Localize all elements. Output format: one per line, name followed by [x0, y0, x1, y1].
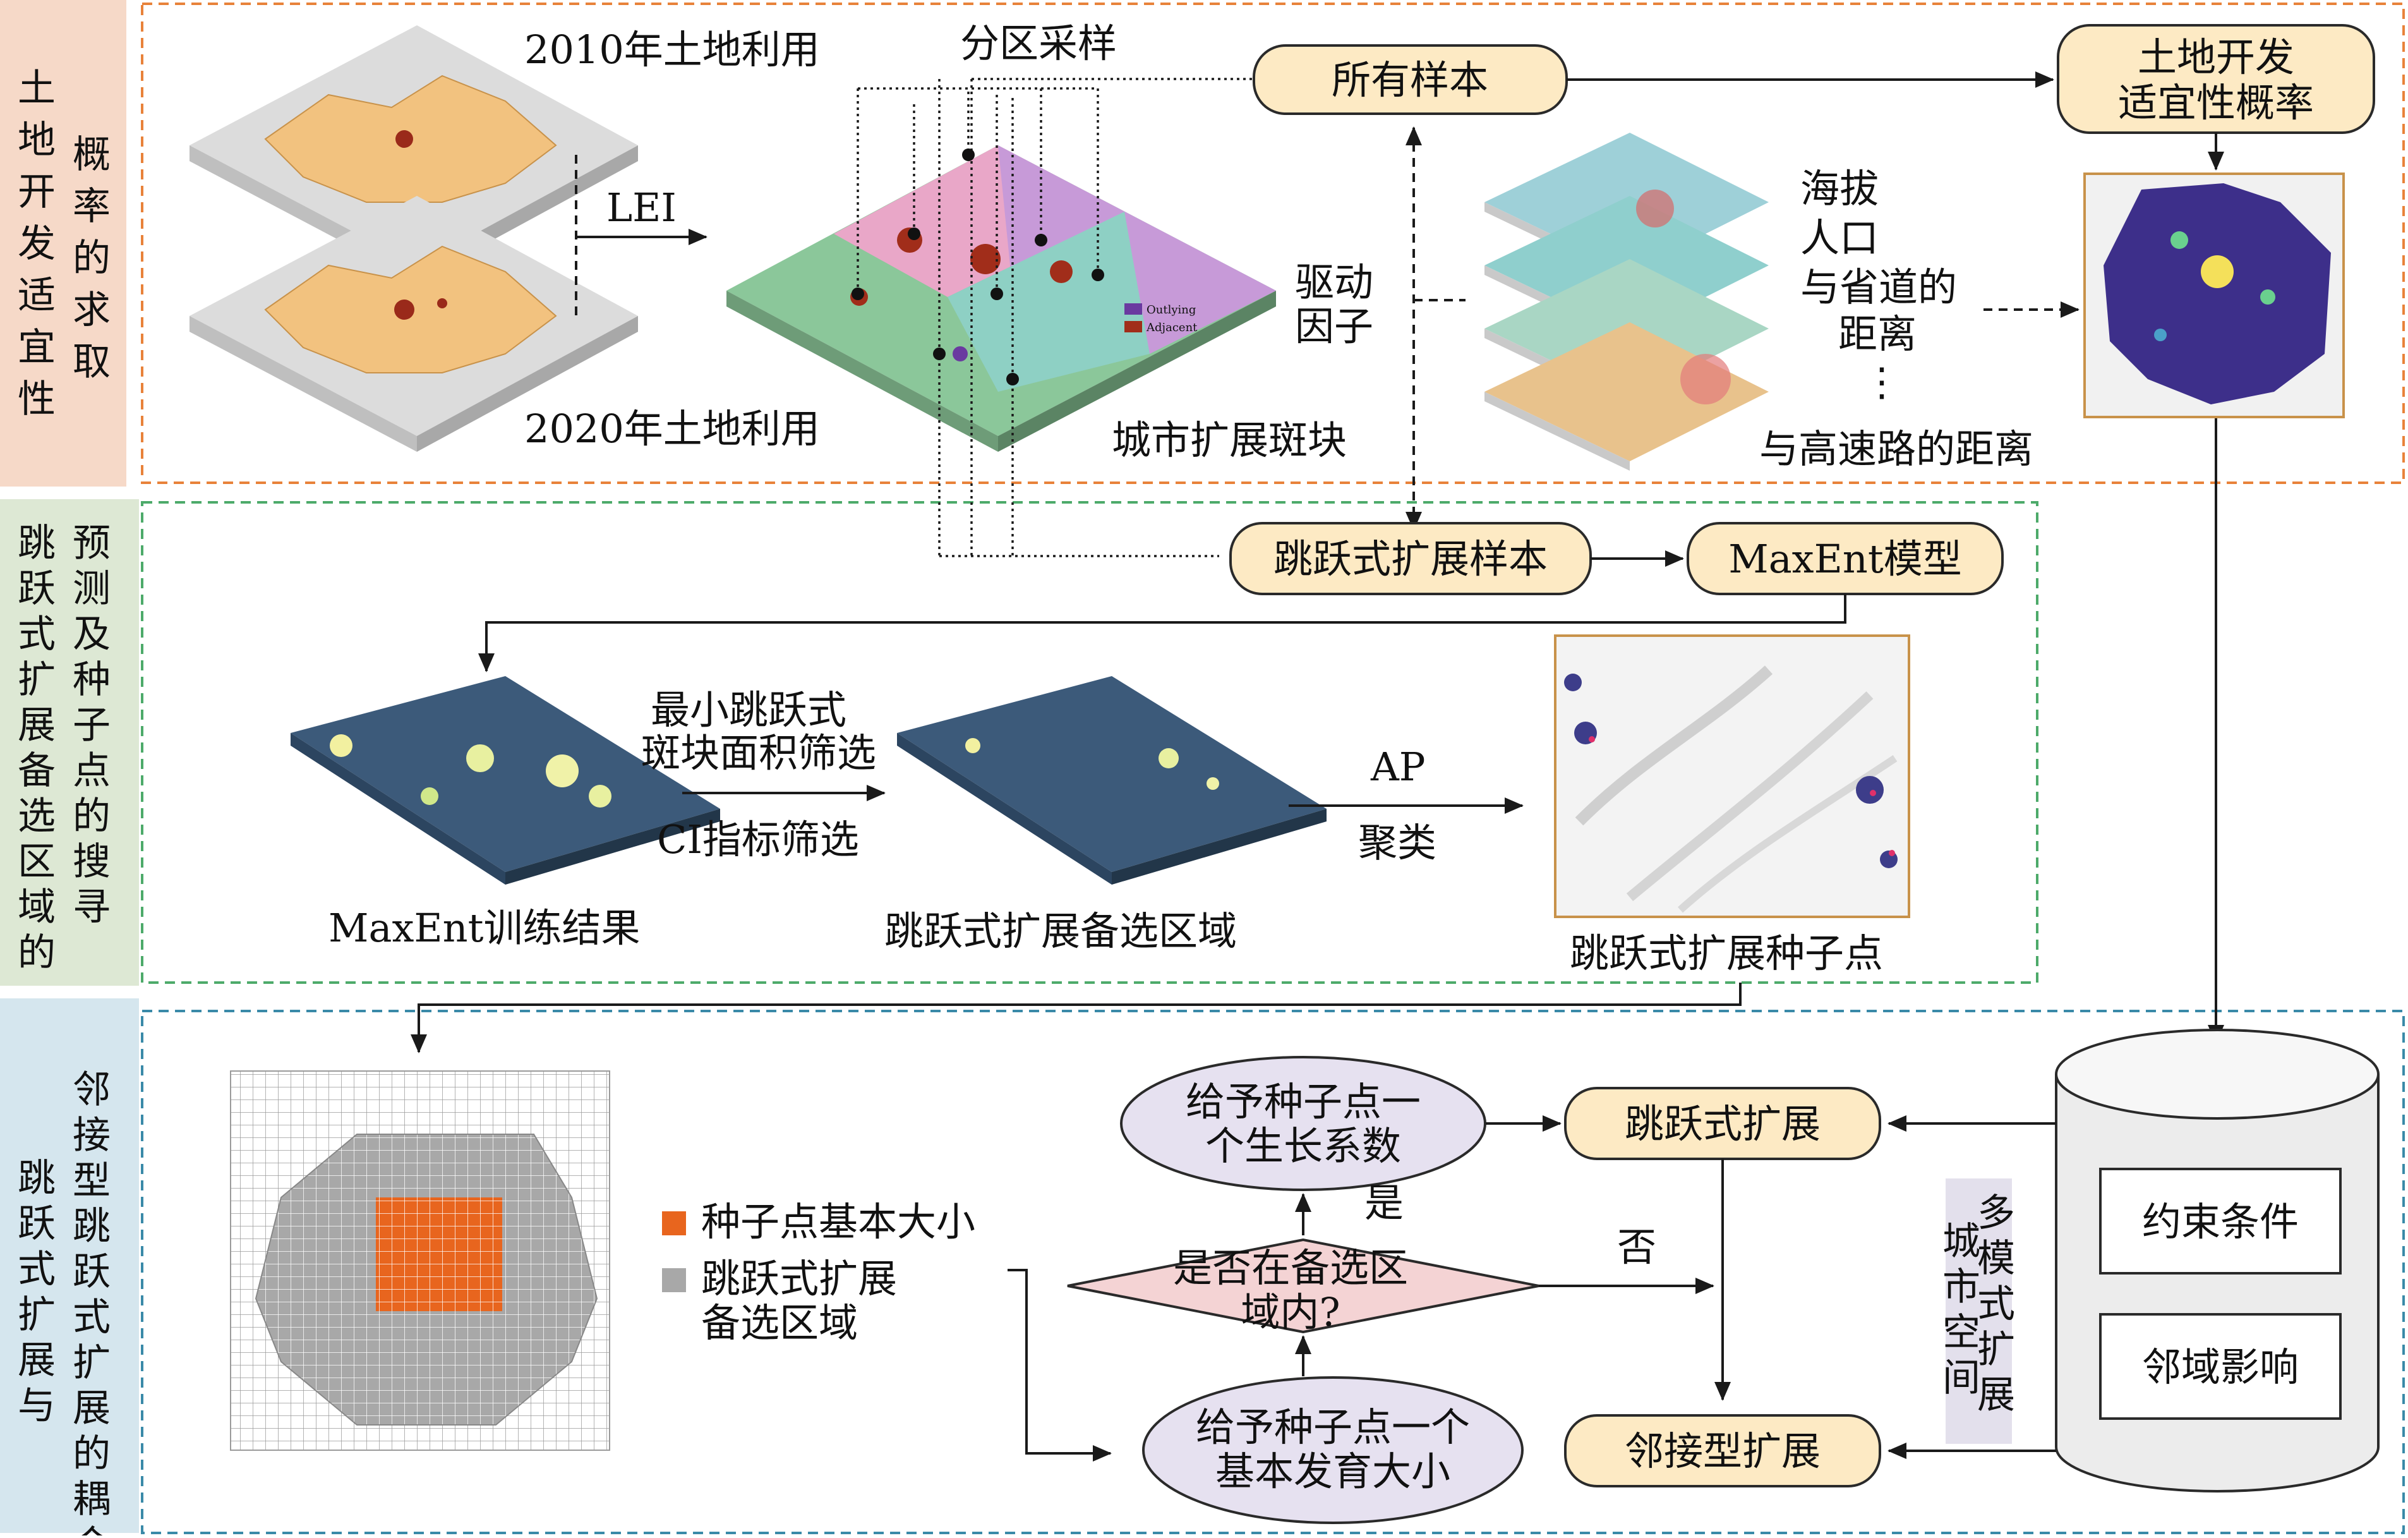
legend-swatch-outlying [1124, 303, 1142, 315]
node-jump-samples-label: 跳跃式扩展样本 [1273, 536, 1548, 582]
label-lu2010: 2010年土地利用 [524, 27, 820, 73]
maxent-result-map [291, 676, 720, 885]
node-all-samples-label: 所有样本 [1332, 57, 1488, 103]
model-vertical-2: 城市空间 [1942, 1220, 1980, 1400]
label-seed-points: 跳跃式扩展种子点 [1570, 930, 1883, 976]
edge-maxent-to-result [478, 594, 1846, 672]
legend-seed-swatch [662, 1211, 686, 1235]
panel2-side-left: 跳跃式扩展备选区域的 [18, 521, 56, 975]
node-suitability-prob-line2: 适宜性概率 [2118, 80, 2314, 126]
label-urban-patch: 城市扩展斑块 [1112, 417, 1347, 463]
node-adjacent-expansion [1564, 1414, 1881, 1487]
node-maxent-model-label: MaxEnt模型 [1728, 536, 1962, 582]
label-factor-elevation: 海拔 [1800, 166, 1879, 212]
legend-outlying: Outlying [1147, 303, 1196, 317]
label-factor-population: 人口 [1800, 215, 1879, 261]
panel3-side-bg [0, 998, 139, 1533]
node-in-candidate-line2: 域内? [1241, 1289, 1340, 1335]
label-candidate-area: 跳跃式扩展备选区域 [884, 908, 1237, 954]
seed-points-map [1554, 634, 1910, 918]
node-constraints-label: 约束条件 [2142, 1199, 2299, 1245]
label-lei: LEI [606, 185, 677, 231]
label-lu2020: 2020年土地利用 [524, 406, 820, 452]
node-growth-coef-line1: 给予种子点一 [1186, 1079, 1421, 1125]
label-factor-ellipsis: ⋮ [1862, 359, 1901, 405]
panel3-side-label: 跳跃式扩展与 邻接型跳跃式扩展的耦合 [18, 1068, 111, 1538]
panel3-side-left: 跳跃式扩展与 [18, 1156, 56, 1428]
panel1-side-right: 概率的求取 [73, 133, 111, 384]
label-maxent-result: MaxEnt训练结果 [328, 905, 641, 951]
edge-seed-to-grid [411, 983, 1742, 1053]
node-jump-expansion-label: 跳跃式扩展 [1625, 1101, 1821, 1147]
grid-figure [230, 1070, 610, 1451]
node-suitability-prob-line1: 土地开发 [2138, 34, 2294, 80]
legend-candidate-swatch [662, 1268, 686, 1292]
panel2-side-bg [0, 499, 139, 986]
legend-adjacent: Adjacent [1146, 321, 1198, 334]
factor-layers [1484, 133, 1769, 471]
label-ap-1: AP [1370, 744, 1426, 790]
panel1-side-label: 土地开发适宜性 概率的求取 [18, 66, 111, 421]
label-factor-road-1: 与省道的 [1800, 264, 1957, 310]
legend-candidate-label-2: 备选区域 [701, 1300, 858, 1346]
edge-legend-to-base [1008, 1269, 1112, 1462]
panel3-border [141, 1010, 2405, 1534]
panel2-side-label: 跳跃式扩展备选区域的 预测及种子点的搜寻 [18, 521, 111, 975]
node-adjacent-expansion-label: 邻接型扩展 [1625, 1428, 1821, 1474]
panel3-side-right: 邻接型跳跃式扩展的耦合 [73, 1068, 111, 1535]
label-driving-1: 驱动 [1295, 259, 1373, 305]
legend-candidate-label-1: 跳跃式扩展 [701, 1256, 897, 1302]
zonal-sampling-lines [852, 78, 1263, 557]
node-base-size [1142, 1376, 1524, 1524]
node-growth-coef [1120, 1056, 1486, 1191]
panel2-border [141, 501, 2038, 984]
panel2-side-right: 预测及种子点的搜寻 [73, 521, 111, 929]
node-neighborhood-label: 邻域影响 [2142, 1344, 2299, 1390]
landuse-2020-map [190, 196, 638, 452]
panel1-border [141, 3, 2405, 484]
label-factor-road-2: 距离 [1838, 311, 1917, 357]
node-base-size-line1: 给予种子点一个 [1196, 1404, 1470, 1450]
label-factor-highway: 与高速路的距离 [1759, 426, 2033, 472]
label-filter-ci: CI指标筛选 [657, 816, 859, 863]
node-base-size-line2: 基本发育大小 [1215, 1448, 1450, 1494]
model-vertical-bg [1946, 1178, 2012, 1444]
node-growth-coef-line2: 个生长系数 [1205, 1123, 1401, 1169]
candidate-area-map [897, 676, 1327, 885]
multi-mode-db [2055, 1029, 2380, 1493]
node-in-candidate-line1: 是否在备选区 [1173, 1245, 1408, 1291]
label-yes: 是 [1364, 1180, 1404, 1226]
suitability-prob-map [2083, 173, 2345, 418]
label-filter-area-2: 斑块面积筛选 [641, 730, 876, 776]
legend-seed-label: 种子点基本大小 [701, 1199, 975, 1245]
legend-swatch-adjacent [1124, 321, 1142, 332]
label-zonal-sampling: 分区采样 [960, 20, 1117, 66]
panel1-side-bg [0, 0, 126, 487]
label-no: 否 [1617, 1224, 1656, 1270]
model-vertical-1: 多模式扩展 [1977, 1191, 2015, 1417]
label-filter-area-1: 最小跳跃式 [651, 687, 846, 733]
panel1-side-left: 土地开发适宜性 [18, 66, 56, 421]
label-driving-2: 因子 [1295, 303, 1373, 349]
label-ap-2: 聚类 [1358, 820, 1436, 866]
